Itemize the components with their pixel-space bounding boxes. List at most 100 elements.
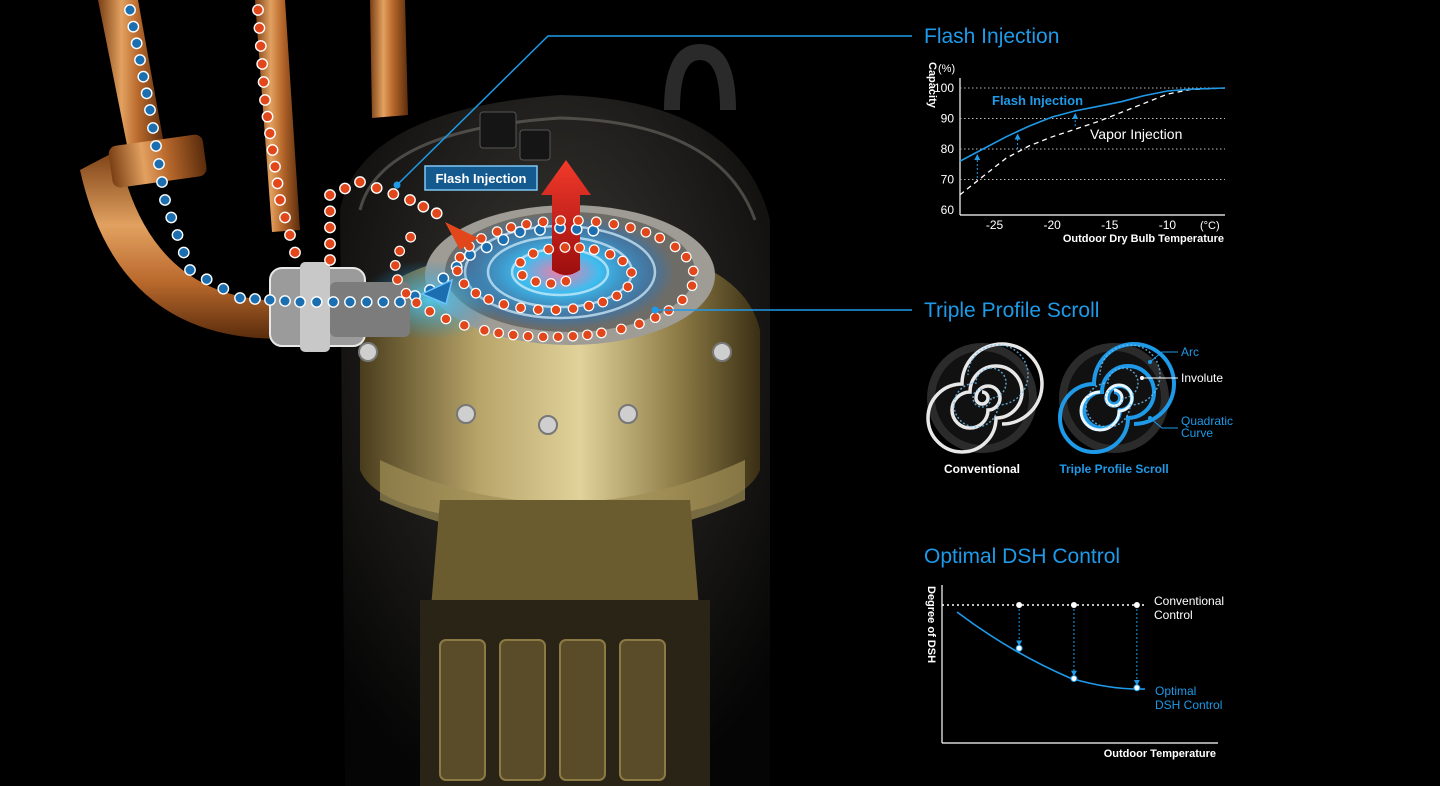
scroll-refrigerant-dot (555, 215, 566, 227)
cold-refrigerant-dot (200, 273, 213, 286)
scroll-refrigerant-dot (515, 257, 526, 268)
conventional-scroll-icon: Conventional (926, 342, 1044, 476)
hot-refrigerant-dot (274, 194, 286, 206)
cold-refrigerant-dot (310, 296, 323, 308)
conventional-label: Conventional (944, 462, 1020, 476)
flash-injection-leader (396, 35, 912, 186)
conventional-control-label-1: Conventional (1154, 594, 1224, 608)
scroll-refrigerant-dot (392, 274, 403, 286)
optimal-dsh-label-2: DSH Control (1155, 698, 1222, 712)
cold-refrigerant-dot (127, 20, 140, 33)
conventional-marker (1016, 602, 1023, 608)
scroll-refrigerant-dot (475, 233, 487, 244)
copper-pipe-right (370, 0, 408, 118)
copper-pipe-middle (255, 0, 300, 232)
conventional-control-label-2: Control (1154, 608, 1193, 622)
cold-refrigerant-dot (130, 37, 143, 50)
scroll-refrigerant-dot (515, 302, 527, 314)
scroll-refrigerant-dot (604, 248, 616, 260)
cold-refrigerant-dot (279, 295, 291, 307)
hot-refrigerant-dot (417, 200, 430, 213)
scroll-refrigerant-dot (622, 281, 634, 293)
cold-refrigerant-dot (140, 87, 153, 100)
x-tick-label: -20 (1044, 218, 1062, 232)
hot-refrigerant-dot (253, 22, 266, 34)
cold-refrigerant-dot (360, 296, 373, 308)
triple-scroll-title: Triple Profile Scroll (924, 299, 1099, 322)
optimal-marker (1133, 684, 1141, 692)
vapor-injection-legend: Vapor Injection (1090, 126, 1182, 142)
hot-refrigerant-dot (354, 176, 366, 188)
hot-refrigerant-dot (289, 246, 301, 259)
scroll-refrigerant-dot (483, 294, 495, 305)
scroll-refrigerant-dot (581, 329, 593, 341)
scroll-refrigerant-dot (649, 312, 661, 324)
cold-refrigerant-dot (165, 211, 178, 224)
scroll-refrigerant-dot (522, 330, 534, 342)
scroll-refrigerant-dot (625, 222, 636, 234)
hot-refrigerant-dot (259, 94, 271, 106)
dsh-x-axis-label: Outdoor Temperature (1104, 748, 1216, 760)
hot-refrigerant-dot (279, 211, 291, 224)
y-tick-label: 60 (941, 203, 955, 217)
scroll-refrigerant-dot (424, 305, 436, 317)
scroll-refrigerant-dot (550, 304, 562, 316)
scroll-refrigerant-dot (572, 215, 584, 227)
cold-refrigerant-dot (394, 296, 406, 308)
hot-refrigerant-path (252, 4, 699, 343)
scroll-refrigerant-dot (588, 244, 600, 256)
hot-refrigerant-dot (284, 229, 296, 241)
scroll-refrigerant-dot (530, 276, 542, 288)
scroll-refrigerant-dot (608, 218, 620, 230)
cold-refrigerant-dot (177, 246, 190, 259)
x-tick-label: -25 (986, 218, 1004, 232)
scroll-refrigerant-dot (478, 324, 490, 336)
leader-lines (393, 35, 912, 314)
cold-refrigerant-dot (153, 158, 165, 170)
motor-housing (430, 500, 700, 620)
scroll-refrigerant-dot (389, 259, 401, 271)
scroll-refrigerant-dot (669, 241, 681, 253)
hot-refrigerant-dot (254, 40, 267, 52)
optimal-marker (1070, 675, 1078, 683)
scroll-refrigerant-dot (470, 287, 482, 299)
optimal-dsh-label-1: Optimal (1155, 684, 1196, 698)
scroll-refrigerant-dot (543, 243, 555, 255)
fitting (479, 111, 517, 149)
cold-refrigerant-dot (377, 296, 390, 308)
hot-refrigerant-dot (430, 207, 443, 220)
dsh-y-axis-label: Degree of DSH (925, 586, 937, 663)
hot-flow-arrow (445, 222, 478, 250)
scroll-refrigerant-dot (493, 327, 504, 339)
compressor-illustration: Flash Injection (80, 0, 770, 786)
y-tick-label: 70 (941, 173, 955, 187)
scroll-refrigerant-dot (567, 303, 579, 315)
cold-refrigerant-dot (294, 296, 306, 308)
cold-refrigerant-path (124, 4, 600, 308)
scroll-refrigerant-dot (590, 216, 602, 228)
conventional-marker (1070, 602, 1077, 608)
scroll-refrigerant-dot (559, 242, 571, 253)
scroll-refrigerant-dot (451, 265, 463, 277)
cold-refrigerant-dot (514, 226, 526, 238)
cold-refrigerant-dot (159, 194, 171, 206)
scroll-refrigerant-dot (537, 331, 549, 343)
scroll-refrigerant-dot (597, 296, 609, 308)
scroll-refrigerant-dot (626, 267, 637, 278)
cold-refrigerant-dot (184, 264, 196, 276)
cold-refrigerant-dot (217, 282, 230, 295)
scroll-refrigerant-dot (611, 290, 623, 302)
scroll-refrigerant-dot (583, 300, 595, 312)
scroll-refrigerant-dot (507, 329, 519, 341)
scroll-refrigerant-dot (654, 232, 666, 244)
optimal-dsh-line (956, 611, 1146, 690)
cold-refrigerant-dot (234, 292, 246, 304)
scroll-refrigerant-dot (617, 255, 629, 267)
scroll-refrigerant-dot (400, 287, 412, 299)
quadratic-label: Quadratic (1181, 414, 1233, 428)
housing-bolts (358, 342, 732, 435)
y-tick-label: 80 (941, 142, 955, 156)
scroll-refrigerant-dot (405, 231, 417, 243)
